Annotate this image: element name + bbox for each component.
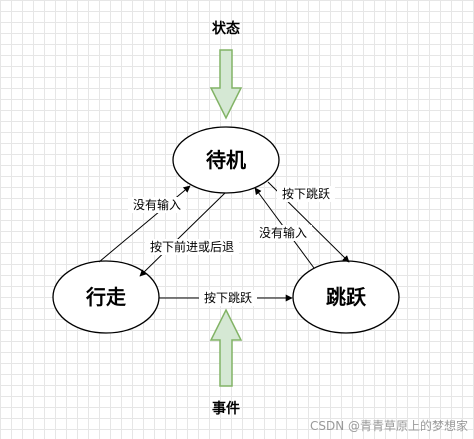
edge-label-jump-to-idle: 没有输入 [259,225,307,240]
state-label: 状态 [212,20,240,37]
edge-label-idle-to-jump: 按下跳跃 [282,187,330,201]
state-arrow-icon [209,49,243,120]
event-label: 事件 [212,400,240,417]
node-idle[interactable] [172,126,280,194]
node-idle-label: 待机 [206,148,246,172]
event-arrow-icon [209,308,243,387]
edge-label-walk-to-idle: 没有输入 [133,197,181,212]
edge-idle-to-walk [139,192,226,277]
node-walk[interactable] [52,260,160,334]
watermark: CSDN @青青草原上的梦想家 [310,418,468,433]
edge-label-walk-to-jump: 按下跳跃 [204,291,252,305]
edge-label-idle-to-walk: 按下前进或后退 [150,239,234,254]
node-walk-label: 行走 [85,285,126,309]
node-jump-label: 跳跃 [326,285,367,309]
